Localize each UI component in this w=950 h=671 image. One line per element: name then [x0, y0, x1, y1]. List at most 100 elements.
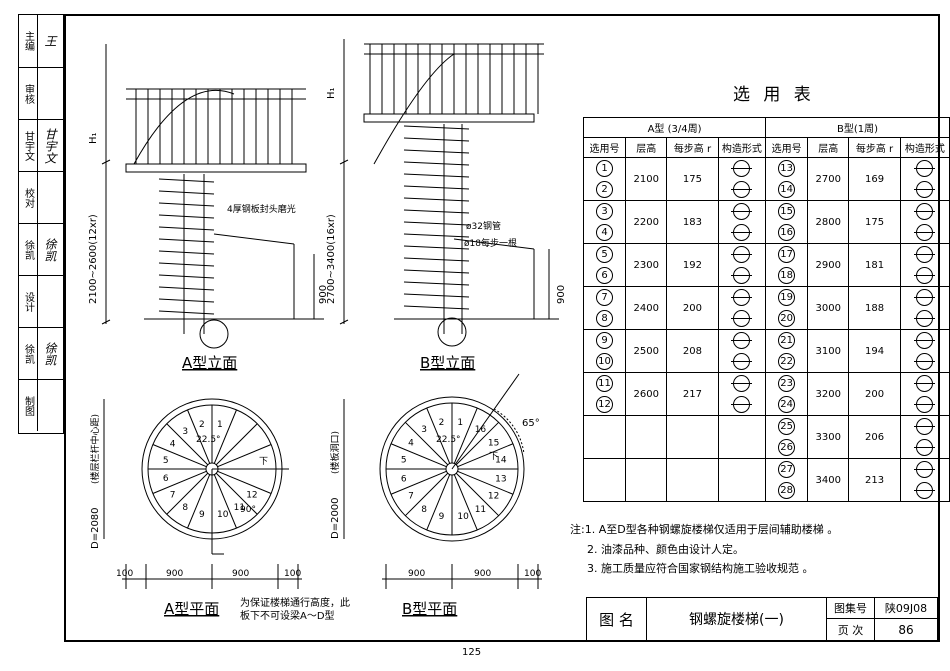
- detail-callout-icon: [731, 160, 753, 177]
- a-form: [717, 286, 767, 330]
- b-plan-dim-2: 900: [474, 569, 491, 579]
- b-step: 188: [848, 286, 901, 330]
- a-height: 2300: [625, 243, 668, 287]
- step-number: 6: [401, 474, 407, 484]
- b-form: [899, 458, 950, 502]
- a-height: 2600: [625, 372, 668, 416]
- detail-callout-icon: [914, 267, 936, 284]
- selection-number: 23: [778, 375, 796, 392]
- a-height: 2200: [625, 200, 668, 244]
- detail-callout-icon: [914, 203, 936, 220]
- step-number: 13: [495, 474, 506, 484]
- detail-callout-icon: [914, 181, 936, 198]
- selection-table: A型 (3/4周) B型(1周) 选用号 层高 每步高 r 构造形式 选用号 层…: [582, 117, 950, 502]
- a-elevation-title: A型立面: [182, 354, 237, 372]
- a-nos: [582, 415, 627, 459]
- selection-number: 25: [778, 418, 796, 435]
- step-number: 5: [401, 456, 407, 466]
- b-height: 3000: [807, 286, 850, 330]
- selection-number: 17: [778, 246, 796, 263]
- b-step: 206: [848, 415, 901, 459]
- col-header: 每步高 r: [666, 137, 719, 158]
- b-height: 2900: [807, 243, 850, 287]
- group-b-header: B型(1周): [765, 117, 950, 138]
- sidebar-signature: 徐凯: [43, 341, 57, 366]
- selection-number: 14: [778, 181, 796, 198]
- sidebar-row: 审核: [19, 67, 63, 119]
- col-header: 选用号: [582, 137, 627, 158]
- a-step: 175: [666, 157, 719, 201]
- col-header: 构造形式: [717, 137, 767, 158]
- selection-number: 15: [778, 203, 796, 220]
- b-height: 3100: [807, 329, 850, 373]
- step-number: 10: [217, 510, 229, 520]
- a-step: 217: [666, 372, 719, 416]
- detail-callout-icon: [731, 310, 753, 327]
- a-height: 2100: [625, 157, 668, 201]
- drawing-name: 钢螺旋楼梯(一): [647, 598, 827, 640]
- step-number: 11: [234, 503, 245, 513]
- b-step: 213: [848, 458, 901, 502]
- a-plan-dim-4: 100: [284, 569, 301, 579]
- detail-callout-icon: [731, 203, 753, 220]
- b-plan-title: B型平面: [402, 600, 457, 618]
- step-number: 6: [163, 474, 169, 484]
- sidebar-label: 徐凯: [19, 328, 38, 379]
- sidebar-row: 徐凯徐凯: [19, 223, 63, 275]
- b-plan-drawing: [343, 373, 542, 589]
- detail-callout-icon: [731, 246, 753, 263]
- detail-callout-icon: [731, 267, 753, 284]
- detail-callout-icon: [914, 461, 936, 478]
- b-step: 181: [848, 243, 901, 287]
- sidebar-label: 审核: [19, 68, 38, 119]
- selection-number: 13: [778, 160, 796, 177]
- sidebar-signature: [38, 276, 63, 327]
- notes-line-3: 3. 施工质量应符合国家钢结构施工验收规范 。: [587, 562, 814, 575]
- a-form: [717, 200, 767, 244]
- b-step: 200: [848, 372, 901, 416]
- a-step: 192: [666, 243, 719, 287]
- detail-callout-icon: [731, 353, 753, 370]
- selection-number: 7: [596, 289, 614, 306]
- page-label: 页 次: [827, 619, 875, 640]
- detail-callout-icon: [914, 418, 936, 435]
- b-plan-angle2: 65°: [522, 418, 540, 429]
- a-step: 200: [666, 286, 719, 330]
- detail-callout-icon: [914, 396, 936, 413]
- selection-number: 28: [778, 482, 796, 499]
- b-height: 3400: [807, 458, 850, 502]
- notes-line-1: 注:1. A至D型各种钢螺旋楼梯仅适用于层间辅助楼梯 。: [570, 521, 838, 537]
- selection-number: 27: [778, 461, 796, 478]
- detail-callout-icon: [914, 310, 936, 327]
- b-plan-down: 下: [489, 452, 498, 462]
- selection-number: 22: [778, 353, 796, 370]
- group-a-header: A型 (3/4周): [582, 117, 767, 138]
- detail-callout-icon: [914, 224, 936, 241]
- b-bar-note: ø18每步一根: [464, 237, 517, 249]
- selection-number: 5: [596, 246, 614, 263]
- detail-callout-icon: [731, 375, 753, 392]
- a-plan-down: 下: [259, 457, 268, 467]
- sidebar-label: 甘宇文: [19, 120, 38, 171]
- sidebar-signature: 王: [43, 35, 57, 47]
- sidebar-signature: [38, 172, 63, 223]
- a-nos: [582, 458, 627, 502]
- selection-number: 4: [596, 224, 614, 241]
- b-pipe-note: ø32钢管: [466, 220, 501, 232]
- b-step: 194: [848, 329, 901, 373]
- a-elevation-drawing: [101, 44, 324, 349]
- selection-number: 9: [596, 332, 614, 349]
